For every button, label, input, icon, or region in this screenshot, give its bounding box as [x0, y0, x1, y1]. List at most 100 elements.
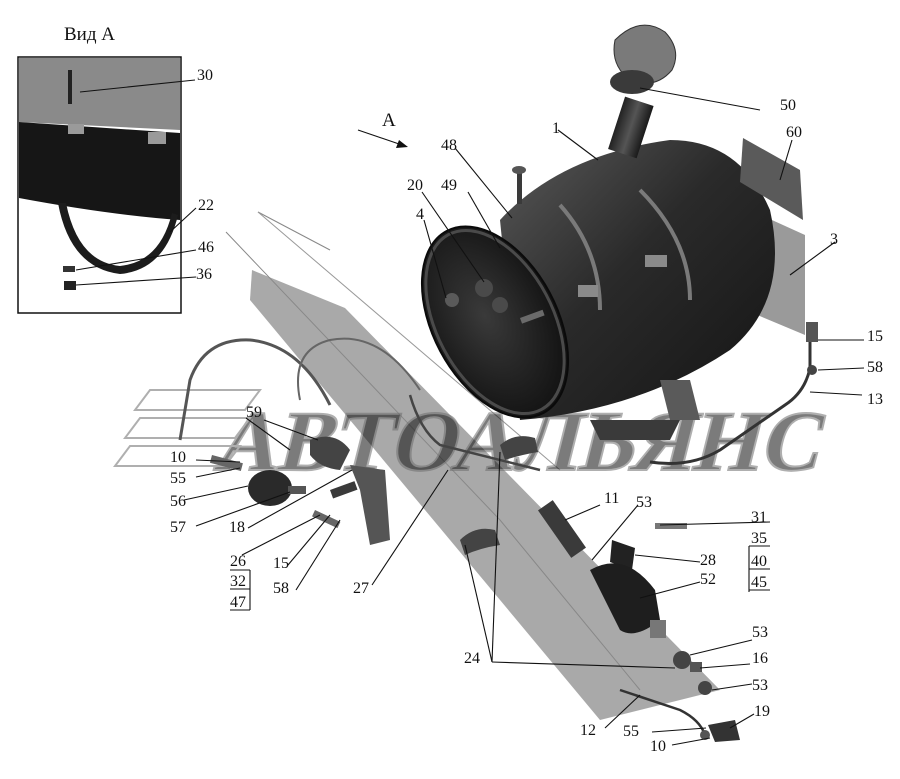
view-arrow-head [396, 140, 408, 148]
clamp-53 [673, 651, 691, 669]
callout-48: 48 [441, 137, 457, 154]
callout-35: 35 [751, 530, 767, 547]
callout-50: 50 [780, 97, 796, 114]
tank-rod [520, 309, 545, 324]
inset-nut-36 [64, 281, 76, 290]
filter-group [209, 436, 390, 545]
tank-fitting-49 [492, 297, 508, 313]
callout-27: 27 [353, 580, 369, 597]
tank-end-cap [420, 225, 570, 419]
inset-strap-22 [58, 203, 178, 274]
callout-59: 59 [246, 404, 262, 421]
union-16 [690, 662, 702, 672]
callout-12: 12 [580, 722, 596, 739]
leader-lines [75, 79, 865, 746]
filter-nozzle-57 [288, 486, 306, 494]
hose-11 [537, 500, 587, 558]
filler-cap-ring [610, 70, 654, 94]
callout-labels: 30 22 46 36 50 60 1 48 20 49 4 3 15 58 1… [170, 67, 883, 755]
callout-32: 32 [230, 573, 246, 590]
fuel-line-loop-2 [297, 337, 421, 401]
callout-55-left: 55 [170, 470, 186, 487]
callout-58-left: 58 [273, 580, 289, 597]
tank-fitting-20 [475, 279, 493, 297]
frame-rail-edge-diag [257, 211, 561, 471]
elbow-19 [708, 720, 740, 742]
callout-53-top: 53 [636, 494, 652, 511]
callout-28: 28 [700, 552, 716, 569]
frame-rail [250, 270, 720, 720]
callout-19: 19 [754, 703, 770, 720]
fitting-15-right [806, 322, 818, 342]
inset-upper-panel [19, 58, 180, 130]
inset-title: Вид А [64, 24, 115, 45]
callout-36: 36 [196, 266, 212, 283]
stack-underlines [230, 545, 770, 611]
callout-15-right: 15 [867, 328, 883, 345]
inset-nut-46 [63, 266, 75, 272]
pump-52 [590, 563, 660, 634]
tank-band-right [638, 188, 692, 301]
fuel-line-loop [178, 338, 332, 441]
pump-shaft [650, 620, 666, 638]
view-arrow-line [357, 129, 403, 146]
inset-bracket-left [68, 124, 84, 134]
callout-22: 22 [198, 197, 214, 214]
callout-58-right: 58 [867, 359, 883, 376]
bolt-31 [655, 523, 687, 529]
tank-bracket-b [578, 285, 598, 297]
tank-bolt-top-head [512, 166, 526, 174]
callout-11: 11 [604, 490, 619, 507]
tank-support-leg [660, 380, 700, 420]
callout-4: 4 [416, 206, 424, 223]
inset-bolt-30 [68, 70, 72, 104]
callout-13: 13 [867, 391, 883, 408]
sleeve-27 [329, 481, 358, 499]
callout-56: 56 [170, 493, 186, 510]
tank-assembly [420, 24, 805, 440]
callout-16: 16 [752, 650, 768, 667]
callout-20: 20 [407, 177, 423, 194]
callout-10-low: 10 [650, 738, 666, 755]
callout-26: 26 [230, 553, 246, 570]
callout-55-low: 55 [623, 723, 639, 740]
tank-end-ring-48 [424, 228, 566, 416]
tank-bracket-a [645, 255, 667, 267]
tank-bolt-top [517, 170, 522, 204]
bracket-18 [350, 465, 390, 545]
inset-bracket-right [148, 132, 166, 144]
callout-18: 18 [229, 519, 245, 536]
fuel-pipe-13 [649, 330, 812, 465]
callout-1: 1 [552, 120, 560, 137]
inset-view-a: Вид А [17, 24, 182, 314]
callout-49: 49 [441, 177, 457, 194]
nut-10-lower [700, 730, 710, 740]
frame-rail-edge-lower [225, 231, 641, 691]
callout-60: 60 [786, 124, 802, 141]
clamp-59 [310, 436, 350, 470]
callout-3: 3 [830, 231, 838, 248]
tank-band-left [558, 203, 602, 311]
callout-46: 46 [198, 239, 214, 256]
valve-28 [610, 540, 635, 570]
filler-cap-50 [613, 24, 677, 84]
tank-fitting-4 [445, 293, 459, 307]
callout-31: 31 [751, 509, 767, 526]
plate-60 [740, 138, 803, 220]
callout-57: 57 [170, 519, 186, 536]
bolt-10-left [209, 455, 243, 472]
callout-30: 30 [197, 67, 213, 84]
callout-15-left: 15 [273, 555, 289, 572]
callout-53-low: 53 [752, 677, 768, 694]
clamp-53-lower [698, 681, 712, 695]
callout-47: 47 [230, 594, 246, 611]
filter-56 [248, 470, 292, 506]
frame-rail-edge-upper [257, 211, 331, 251]
callout-24: 24 [464, 650, 480, 667]
pump-group [537, 500, 712, 695]
callout-45: 45 [751, 574, 767, 591]
callout-10-left: 10 [170, 449, 186, 466]
fuel-line-27 [408, 394, 541, 472]
clip-24-b [500, 436, 538, 460]
